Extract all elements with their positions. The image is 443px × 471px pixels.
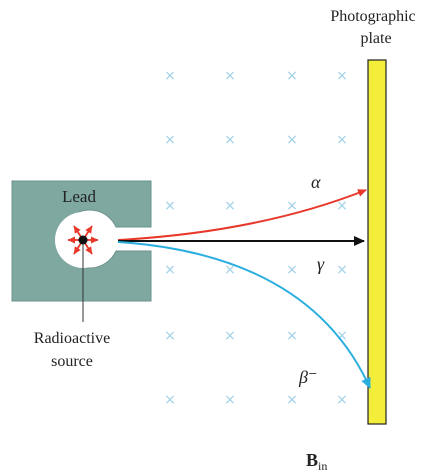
field-marker: ×	[164, 68, 176, 84]
field-marker: ×	[164, 198, 176, 214]
field-label: Bin	[306, 450, 327, 471]
field-marker: ×	[336, 198, 348, 214]
plate-label-line2: plate	[360, 30, 391, 47]
field-marker: ×	[336, 68, 348, 84]
field-marker: ×	[164, 392, 176, 408]
field-marker: ×	[286, 262, 298, 278]
field-marker: ×	[336, 328, 348, 344]
field-marker: ×	[336, 262, 348, 278]
gamma-label: γ	[317, 254, 325, 274]
field-marker: ×	[286, 392, 298, 408]
field-marker: ×	[336, 132, 348, 148]
field-marker: ×	[224, 328, 236, 344]
field-subscript: in	[318, 459, 327, 471]
alpha-label: α	[311, 172, 321, 192]
lead-label: Lead	[62, 187, 96, 206]
radioactive-source-dot	[78, 235, 88, 245]
alpha-ray	[117, 189, 367, 241]
plate-label-line1: Photographic	[330, 8, 415, 25]
field-marker: ×	[224, 262, 236, 278]
source-label-line2: source	[51, 353, 93, 370]
field-marker: ×	[224, 198, 236, 214]
beta-ray	[117, 241, 371, 389]
field-marker: ×	[224, 132, 236, 148]
field-marker: ×	[286, 328, 298, 344]
field-symbol: B	[306, 450, 318, 470]
field-marker: ×	[224, 392, 236, 408]
field-marker: ×	[286, 68, 298, 84]
field-marker: ×	[164, 132, 176, 148]
field-marker: ×	[224, 68, 236, 84]
photographic-plate	[367, 59, 387, 425]
field-marker: ×	[286, 198, 298, 214]
field-marker: ×	[286, 132, 298, 148]
source-label-line1: Radioactive	[34, 330, 110, 347]
beta-label: β⁻	[298, 367, 317, 387]
field-marker: ×	[336, 392, 348, 408]
field-marker: ×	[164, 328, 176, 344]
field-marker: ×	[164, 262, 176, 278]
magnetic-field-markers: × × × × × × × × × × × × × × × × × × × × × × × ×	[164, 68, 348, 408]
